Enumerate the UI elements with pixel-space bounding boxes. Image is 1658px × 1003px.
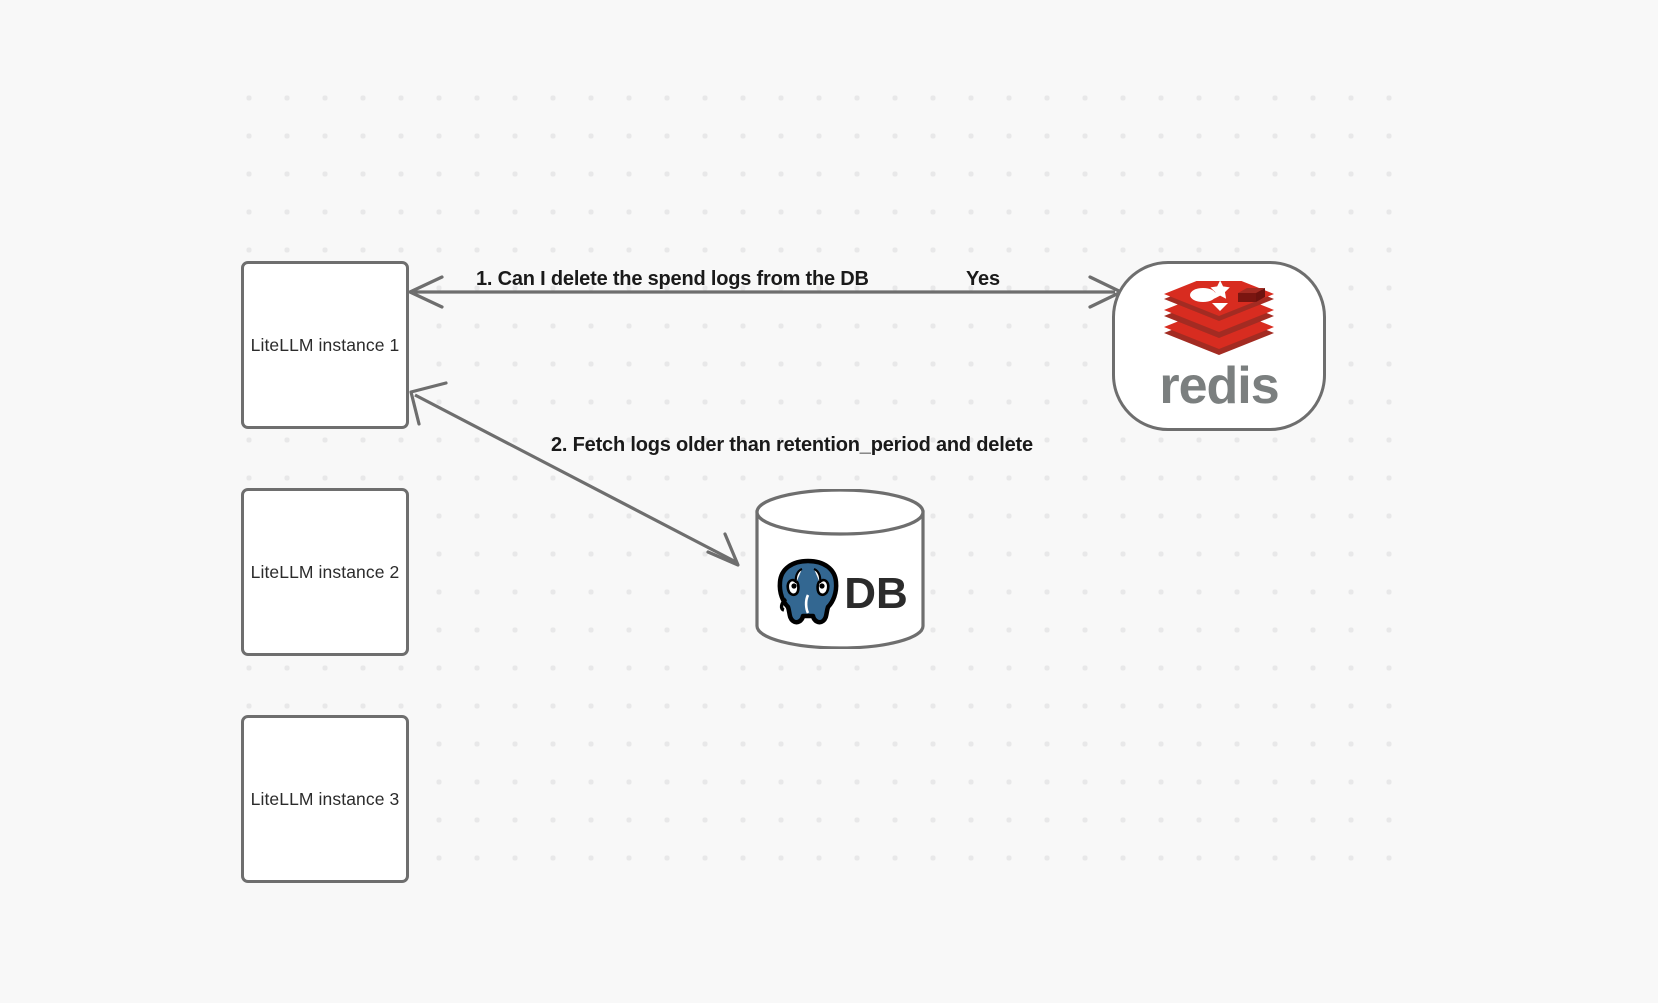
redis-logo-icon [1160,271,1278,360]
node-litellm-instance-1[interactable]: LiteLLM instance 1 [241,261,409,429]
redis-wordmark: redis [1159,356,1279,415]
db-label: DB [844,569,908,618]
node-label: LiteLLM instance 2 [250,561,400,582]
node-redis[interactable]: redis [1112,261,1326,431]
edge-label-2: 2. Fetch logs older than retention_perio… [551,434,1033,456]
edge-label-1: 1. Can I delete the spend logs from the … [476,268,869,290]
postgres-elephant-glyph [777,558,839,624]
postgresql-elephant-icon [772,555,844,634]
node-label: LiteLLM instance 1 [250,334,400,355]
node-litellm-instance-3[interactable]: LiteLLM instance 3 [241,715,409,883]
redis-stack-icon [1164,271,1274,355]
node-postgres-db[interactable]: DB [754,489,926,649]
edge-litellm1-to-db [409,381,740,567]
node-label: LiteLLM instance 3 [250,788,400,809]
edge-label-1-response: Yes [966,268,1000,290]
node-litellm-instance-2[interactable]: LiteLLM instance 2 [241,488,409,656]
